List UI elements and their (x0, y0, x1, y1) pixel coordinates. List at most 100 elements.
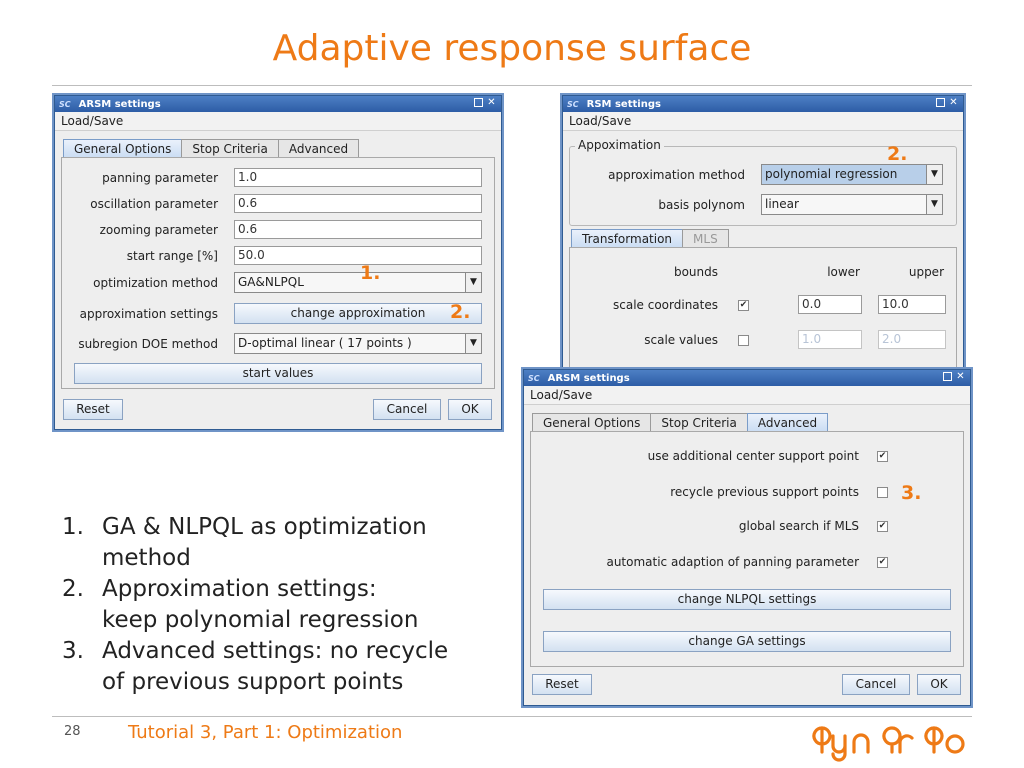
menu-load-save[interactable]: Load/Save (524, 386, 970, 405)
oscillation-parameter-label: oscillation parameter (90, 197, 218, 211)
basis-polynom-label: basis polynom (658, 198, 745, 212)
advanced-panel: use additional center support point ✔ re… (530, 431, 964, 667)
maximize-icon[interactable] (936, 98, 945, 107)
list-item: 2. Approximation settings:keep polynomia… (62, 576, 419, 633)
panning-parameter-label: panning parameter (102, 171, 218, 185)
tab-general-options[interactable]: General Options (63, 139, 183, 158)
center-support-point-label: use additional center support point (647, 449, 859, 463)
change-ga-settings-button[interactable]: change GA settings (543, 631, 951, 652)
reset-button[interactable]: Reset (532, 674, 592, 695)
tab-mls[interactable]: MLS (682, 229, 729, 247)
subregion-doe-label: subregion DOE method (78, 337, 218, 351)
ok-button[interactable]: OK (917, 674, 961, 695)
maximize-icon[interactable] (943, 372, 952, 381)
app-badge: SC (567, 99, 579, 109)
center-support-point-checkbox[interactable]: ✔ (877, 451, 888, 462)
close-icon[interactable]: ✕ (956, 371, 965, 382)
optimization-method-label: optimization method (93, 276, 218, 290)
change-approximation-button[interactable]: change approximation (234, 303, 482, 324)
chevron-down-icon[interactable]: ▼ (465, 334, 481, 353)
arsm-titlebar[interactable]: SC ARSM settings ✕ (55, 96, 501, 112)
global-search-mls-checkbox[interactable]: ✔ (877, 521, 888, 532)
arsm-advanced-titlebar[interactable]: SC ARSM settings ✕ (524, 370, 970, 386)
upper-header: upper (908, 265, 944, 279)
approximation-method-select[interactable]: polynomial regression ▼ (761, 164, 943, 185)
ok-button[interactable]: OK (448, 399, 492, 420)
oscillation-parameter-input[interactable]: 0.6 (234, 194, 482, 213)
chevron-down-icon[interactable]: ▼ (926, 195, 942, 214)
chevron-down-icon[interactable]: ▼ (926, 165, 942, 184)
marker-2: 2. (887, 143, 908, 165)
scale-values-lower-input[interactable]: 1.0 (798, 330, 862, 349)
scale-values-label: scale values (644, 333, 718, 347)
approximation-group-title: Appoximation (575, 138, 664, 152)
start-range-input[interactable]: 50.0 (234, 246, 482, 265)
bounds-header: bounds (673, 265, 718, 279)
marker-1: 1. (360, 262, 381, 284)
window-title: ARSM settings (547, 372, 630, 384)
lower-header: lower (827, 265, 860, 279)
zooming-parameter-label: zooming parameter (99, 223, 218, 237)
footer-text: Tutorial 3, Part 1: Optimization (128, 722, 403, 743)
panning-parameter-input[interactable]: 1.0 (234, 168, 482, 187)
maximize-icon[interactable] (474, 98, 483, 107)
tab-bar: General Options Stop Criteria Advanced (63, 139, 360, 158)
rsm-settings-window: SC RSM settings ✕ Load/Save Appoximation… (562, 95, 964, 371)
recycle-support-points-checkbox[interactable] (877, 487, 888, 498)
tab-transformation[interactable]: Transformation (571, 229, 684, 248)
tab-bar: General Options Stop Criteria Advanced (532, 413, 829, 432)
tab-stop-criteria[interactable]: Stop Criteria (181, 139, 279, 157)
app-badge: SC (528, 373, 540, 383)
window-title: ARSM settings (78, 98, 161, 110)
zooming-parameter-input[interactable]: 0.6 (234, 220, 482, 239)
menu-load-save[interactable]: Load/Save (563, 112, 963, 131)
cancel-button[interactable]: Cancel (842, 674, 910, 695)
recycle-support-points-label: recycle previous support points (670, 485, 859, 499)
close-icon[interactable]: ✕ (487, 97, 496, 108)
panning-adaption-label: automatic adaption of panning parameter (606, 555, 859, 569)
basis-polynom-select[interactable]: linear ▼ (761, 194, 943, 215)
change-nlpql-settings-button[interactable]: change NLPQL settings (543, 589, 951, 610)
window-title: RSM settings (586, 98, 661, 110)
optimization-method-select[interactable]: GA&NLPQL ▼ (234, 272, 482, 293)
rsm-titlebar[interactable]: SC RSM settings ✕ (563, 96, 963, 112)
scale-coordinates-lower-input[interactable]: 0.0 (798, 295, 862, 314)
reset-button[interactable]: Reset (63, 399, 123, 420)
footer-divider (52, 716, 972, 717)
start-values-button[interactable]: start values (74, 363, 482, 384)
general-options-panel: panning parameter 1.0 oscillation parame… (61, 157, 495, 389)
scale-coordinates-checkbox[interactable]: ✔ (738, 300, 749, 311)
tab-advanced[interactable]: Advanced (746, 413, 829, 432)
tab-stop-criteria[interactable]: Stop Criteria (650, 413, 748, 431)
approximation-settings-label: approximation settings (79, 307, 218, 321)
scale-values-checkbox[interactable] (738, 335, 749, 346)
page-number: 28 (64, 724, 81, 739)
tab-bar: Transformation MLS (571, 229, 729, 248)
slide-title: Adaptive response surface (272, 28, 752, 69)
scale-coordinates-upper-input[interactable]: 10.0 (878, 295, 946, 314)
chevron-down-icon[interactable]: ▼ (465, 273, 481, 292)
marker-2: 2. (450, 301, 471, 323)
approximation-method-value: polynomial regression (765, 167, 898, 181)
arsm-settings-window: SC ARSM settings ✕ Load/Save General Opt… (54, 95, 502, 430)
scale-values-upper-input[interactable]: 2.0 (878, 330, 946, 349)
menu-load-save[interactable]: Load/Save (55, 112, 501, 131)
close-icon[interactable]: ✕ (949, 97, 958, 108)
basis-polynom-value: linear (765, 197, 799, 211)
tab-advanced[interactable]: Advanced (277, 139, 360, 157)
tab-general-options[interactable]: General Options (532, 413, 652, 431)
subregion-doe-select[interactable]: D-optimal linear ( 17 points ) ▼ (234, 333, 482, 354)
start-range-label: start range [%] (126, 249, 218, 263)
subregion-doe-value: D-optimal linear ( 17 points ) (238, 336, 412, 350)
panning-adaption-checkbox[interactable]: ✔ (877, 557, 888, 568)
approximation-group (569, 146, 957, 226)
cancel-button[interactable]: Cancel (373, 399, 441, 420)
app-badge: SC (59, 99, 71, 109)
approximation-method-label: approximation method (608, 168, 745, 182)
scale-coordinates-label: scale coordinates (613, 298, 718, 312)
marker-3: 3. (901, 482, 922, 504)
transformation-panel: bounds lower upper scale coordinates ✔ 0… (569, 247, 957, 371)
